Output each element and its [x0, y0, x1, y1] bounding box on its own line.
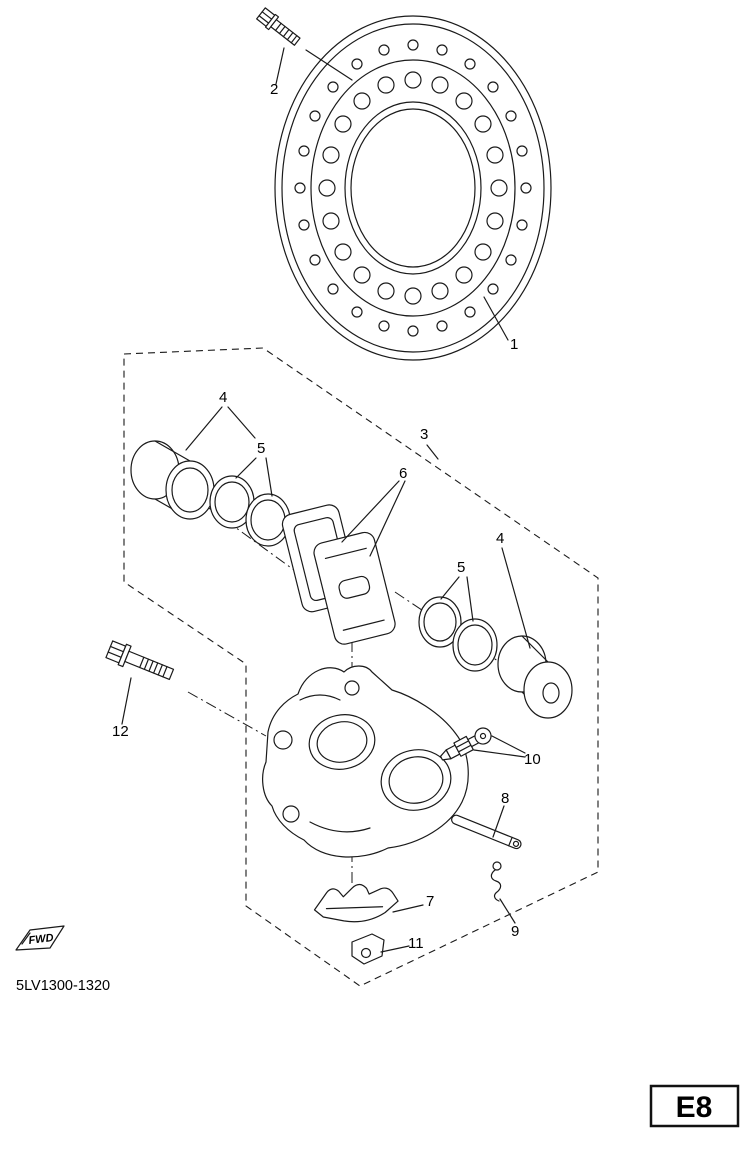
page-ref-label: E8 — [676, 1091, 713, 1124]
callout-4-left: 4 — [219, 389, 227, 406]
disc-bolt — [256, 7, 301, 46]
pad-clip — [351, 933, 385, 965]
callout-3: 3 — [420, 426, 428, 443]
callout-8: 8 — [501, 790, 509, 807]
cotter-pin — [490, 861, 502, 902]
drawing-number: 5LV1300-1320 — [16, 978, 110, 994]
disc-inner-holes — [318, 71, 508, 305]
caliper-bolt — [105, 640, 175, 681]
page-ref-box: E8 — [649, 1084, 740, 1128]
fwd-label: FWD — [28, 932, 54, 947]
caliper-piston-left — [130, 440, 215, 520]
callout-6: 6 — [399, 465, 407, 482]
callout-labels: 1 2 3 4 5 6 4 5 7 8 9 10 11 12 — [112, 81, 541, 952]
pad-spring — [313, 883, 399, 923]
callout-11: 11 — [408, 935, 424, 952]
callout-10: 10 — [524, 751, 541, 768]
brake-disc — [274, 15, 552, 361]
pad-pin — [451, 814, 522, 850]
piston-seals-left — [209, 475, 291, 547]
fwd-marker: FWD — [15, 925, 65, 951]
callout-2: 2 — [270, 81, 278, 98]
caliper-piston-right — [497, 635, 573, 719]
disc-outer-holes — [294, 39, 532, 337]
callout-5-left: 5 — [257, 440, 265, 457]
callout-7: 7 — [426, 893, 434, 910]
bleed-screw — [439, 727, 492, 761]
caliper-body — [262, 665, 469, 858]
brake-pads — [281, 504, 396, 645]
callout-12: 12 — [112, 723, 129, 740]
callout-5-right: 5 — [457, 559, 465, 576]
callout-4-right: 4 — [496, 530, 504, 547]
leader-lines — [121, 47, 531, 953]
callout-9: 9 — [511, 923, 519, 940]
callout-1: 1 — [510, 336, 518, 353]
piston-seals-right — [418, 596, 498, 672]
